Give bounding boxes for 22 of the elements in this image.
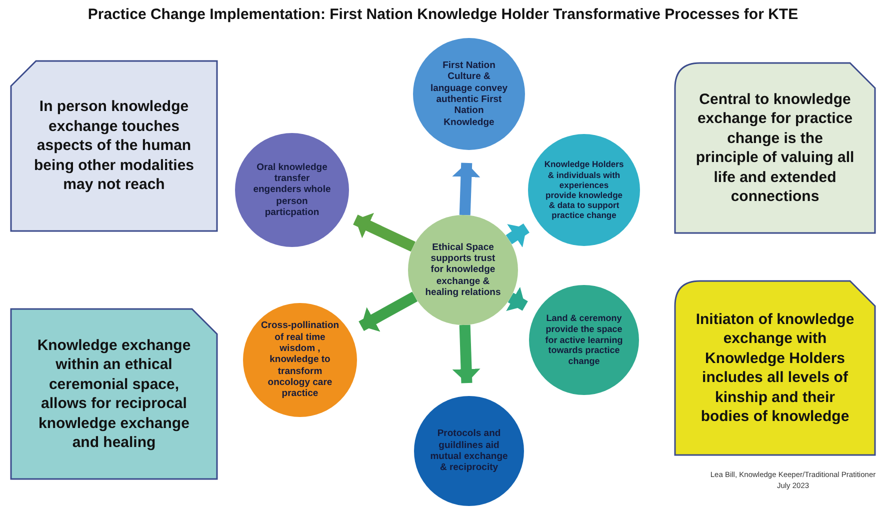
card-text: Knowledge exchange within an ethical ceremonial space, allows for reciprocal knowledge exchange and healing (36, 336, 192, 452)
block-arrow (353, 212, 416, 252)
circle-text: Land & ceremony provide the space for active learning towards practice change (545, 313, 623, 367)
circle-text: Oral knowledge transfer engenders whole person particpation (252, 162, 332, 218)
block-arrow (358, 292, 418, 332)
note-card (674, 280, 876, 456)
circle-text: Ethical Space supports trust for knowledge exchange & healing relations (424, 242, 502, 298)
note-card (674, 62, 876, 234)
block-arrow (452, 324, 480, 384)
circle-text: Knowledge Holders & individuals with experiences provide knowledge & data to support practice change (544, 159, 624, 221)
card-text: Central to knowledge exchange for practice change is the principle of valuing all life and extended connections (694, 90, 856, 206)
note-card (10, 308, 218, 480)
card-text: Initiaton of knowledge exchange with Knowledge Holders includes all levels of kinship and their bodies of knowledge (694, 310, 856, 426)
circle-text: First Nation Culture & language convey authentic First Nation Knowledge (429, 60, 509, 128)
circle-text: Protocols and guildlines aid mutual exchange & reciprocity (430, 428, 508, 474)
diagram-title: Practice Change Implementation: First Nation Knowledge Holder Transformative Processes for KTE (86, 5, 800, 25)
circle-text: Cross-pollination of real time wisdom , knowledge to transform oncology care practice (260, 320, 340, 400)
block-arrow (506, 223, 530, 248)
card-text: In person knowledge exchange touches aspects of the human being other modalities may not reach (32, 97, 196, 195)
block-arrow (452, 162, 480, 216)
block-arrow (506, 286, 528, 312)
note-card (10, 60, 218, 232)
